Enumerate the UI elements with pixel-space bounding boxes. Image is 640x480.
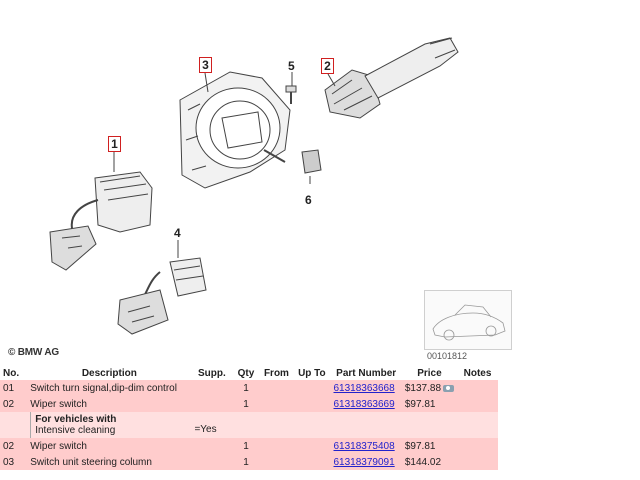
parts-table: No. Description Supp. Qty From Up To Par… bbox=[0, 366, 498, 470]
row-supp bbox=[191, 454, 233, 470]
callout-4[interactable]: 4 bbox=[174, 226, 181, 240]
condition-note: For vehicles with Intensive cleaning bbox=[30, 412, 188, 438]
table-row[interactable]: 02 Wiper switch 1 61318363669 $97.81 bbox=[0, 396, 498, 412]
header-description: Description bbox=[27, 366, 192, 380]
row-description: Switch unit steering column bbox=[27, 454, 192, 470]
header-upto: Up To bbox=[293, 366, 331, 380]
row-no: 01 bbox=[0, 380, 28, 396]
callout-2[interactable]: 2 bbox=[321, 58, 334, 74]
screw-drawing bbox=[285, 85, 297, 104]
part-number-link[interactable]: 61318379091 bbox=[333, 456, 395, 468]
note-value: =Yes bbox=[191, 412, 498, 438]
header-price: Price bbox=[401, 366, 458, 380]
part-number-link[interactable]: 61318363669 bbox=[333, 398, 395, 410]
camera-icon[interactable] bbox=[443, 384, 455, 392]
callout-6[interactable]: 6 bbox=[305, 193, 312, 207]
row-price: $144.02 bbox=[401, 454, 458, 470]
car-outline-image bbox=[432, 304, 506, 341]
wiper-switch-drawing bbox=[324, 37, 459, 119]
row-upto bbox=[293, 454, 331, 470]
row-from bbox=[259, 438, 294, 454]
row-description: Wiper switch bbox=[27, 396, 192, 412]
row-no: 02 bbox=[0, 396, 28, 412]
header-part-number: Part Number bbox=[330, 366, 402, 380]
table-row[interactable]: 03 Switch unit steering column 1 6131837… bbox=[0, 454, 498, 470]
row-no: 02 bbox=[0, 438, 28, 454]
row-qty: 1 bbox=[232, 396, 260, 412]
row-notes bbox=[457, 438, 498, 454]
row-from bbox=[259, 380, 294, 396]
row-description: Switch turn signal,dip-dim control bbox=[27, 380, 192, 396]
row-upto bbox=[293, 438, 331, 454]
parts-diagram: 1 2 3 4 5 6 © BMW AG 00101812 bbox=[8, 37, 512, 361]
row-from bbox=[259, 454, 294, 470]
turn-signal-switch-drawing bbox=[49, 171, 153, 271]
row-supp bbox=[191, 396, 233, 412]
row-price: $137.88 bbox=[401, 380, 458, 396]
row-notes bbox=[457, 380, 498, 396]
price-value: $137.88 bbox=[404, 382, 442, 394]
table-row[interactable]: 01 Switch turn signal,dip-dim control 1 … bbox=[0, 380, 498, 396]
note-text: Intensive cleaning bbox=[35, 425, 116, 436]
switch-4-drawing bbox=[117, 257, 207, 335]
row-supp bbox=[191, 380, 233, 396]
condition-note-row: For vehicles with Intensive cleaning =Ye… bbox=[0, 412, 498, 438]
header-supp: Supp. bbox=[191, 366, 233, 380]
switch-unit-drawing bbox=[179, 71, 291, 189]
vehicle-thumbnail[interactable] bbox=[424, 290, 512, 350]
row-upto bbox=[293, 380, 331, 396]
callout-3[interactable]: 3 bbox=[199, 57, 212, 73]
table-header-row: No. Description Supp. Qty From Up To Par… bbox=[0, 366, 498, 380]
header-qty: Qty bbox=[232, 366, 260, 380]
row-supp bbox=[191, 438, 233, 454]
header-no: No. bbox=[0, 366, 28, 380]
exploded-view-drawing bbox=[49, 37, 459, 335]
row-no: 03 bbox=[0, 454, 28, 470]
row-price: $97.81 bbox=[401, 438, 458, 454]
plate-drawing bbox=[301, 149, 322, 174]
row-upto bbox=[293, 396, 331, 412]
row-notes bbox=[457, 396, 498, 412]
part-number-link[interactable]: 61318375408 bbox=[333, 440, 395, 452]
header-notes: Notes bbox=[457, 366, 498, 380]
row-description: Wiper switch bbox=[27, 438, 192, 454]
note-title: For vehicles with bbox=[35, 414, 117, 425]
row-qty: 1 bbox=[232, 380, 260, 396]
header-from: From bbox=[259, 366, 294, 380]
copyright-label: © BMW AG bbox=[8, 347, 59, 358]
row-from bbox=[259, 396, 294, 412]
row-qty: 1 bbox=[232, 438, 260, 454]
diagram-id-label: 00101812 bbox=[427, 351, 468, 361]
row-qty: 1 bbox=[232, 454, 260, 470]
table-row[interactable]: 02 Wiper switch 1 61318375408 $97.81 bbox=[0, 438, 498, 454]
part-number-link[interactable]: 61318363668 bbox=[333, 382, 395, 394]
row-price: $97.81 bbox=[401, 396, 458, 412]
row-notes bbox=[457, 454, 498, 470]
callout-1[interactable]: 1 bbox=[108, 136, 121, 152]
callout-5[interactable]: 5 bbox=[288, 59, 295, 73]
